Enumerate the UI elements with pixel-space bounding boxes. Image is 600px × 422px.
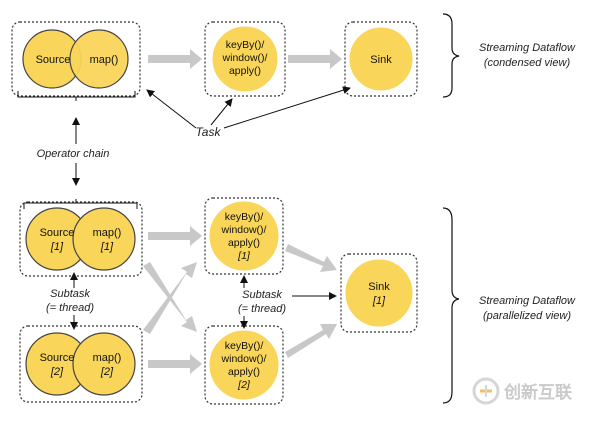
subtask-mid-label: Subtask: [242, 289, 282, 301]
condensed-view: Source map() keyBy()/ window()/ apply() …: [11, 13, 576, 139]
keyby-1-circle: [209, 201, 279, 271]
map-2-label: map(): [93, 352, 122, 364]
flow-arrow-2-to-keyby-1: [143, 262, 197, 334]
keyby-1-line-3: apply(): [228, 237, 260, 249]
map-1-circle: [72, 207, 136, 271]
subtask-mid-thread: (= thread): [238, 303, 286, 315]
sink-circle: [349, 27, 413, 91]
keyby-1-line-1: keyBy()/: [225, 211, 264, 223]
keyby-2-line-1: keyBy()/: [225, 340, 264, 352]
keyby-label-line-1: keyBy()/: [226, 39, 265, 51]
map-2-circle: [72, 332, 136, 396]
flow-arrow-source-to-keyby: [148, 49, 202, 69]
map-label: map(): [90, 54, 119, 66]
sink-1-circle: [345, 259, 413, 327]
keyby-1-box: [204, 197, 284, 275]
sink-1-label: Sink: [368, 281, 390, 293]
flow-arrow-2-to-keyby-2: [148, 354, 202, 374]
keyby-1-index: [1]: [237, 250, 251, 262]
task-arrow-to-sink-box: [223, 86, 351, 129]
flow-arrow-1-to-keyby-1: [148, 226, 202, 246]
watermark: 创新互联: [472, 377, 572, 405]
source-2-label: Source: [40, 352, 75, 364]
keyby-label-line-3: apply(): [229, 65, 261, 77]
keyby-1-line-2: window()/: [221, 224, 267, 236]
source-map-box: [11, 21, 141, 97]
source-2-index: [2]: [50, 366, 64, 378]
sink-1-index: [1]: [372, 295, 386, 307]
map-1-label: map(): [93, 227, 122, 239]
source-1-label: Source: [40, 227, 75, 239]
subtask-left-thread: (= thread): [46, 302, 94, 314]
keyby-circle: [212, 26, 278, 92]
parallelized-view: Source [1] map() [1] Source [2] map() [2…: [19, 197, 576, 405]
parallelized-view-subtitle: (parallelized view): [483, 310, 571, 322]
keyby-2-circle: [209, 330, 279, 400]
parallelized-view-title: Streaming Dataflow: [479, 295, 576, 307]
keyby-box: [204, 21, 286, 97]
source-map-2-box: [19, 325, 143, 403]
parallelized-view-brace: [442, 207, 460, 404]
source-map-1-box: [19, 201, 143, 277]
sink-box: [344, 21, 418, 97]
subtask-left-label: Subtask: [50, 288, 90, 300]
task-label: Task: [196, 125, 222, 139]
keyby-2-index: [2]: [237, 379, 251, 391]
chuangxin-logo-icon: [472, 377, 500, 405]
sink-1-box: [340, 253, 418, 333]
condensed-view-title: Streaming Dataflow: [479, 42, 576, 54]
watermark-text: 创新互联: [503, 382, 572, 403]
condensed-view-subtitle: (condensed view): [484, 57, 571, 69]
flow-arrow-keyby-1-to-sink: [285, 244, 337, 272]
source-label: Source: [36, 54, 71, 66]
map-1-index: [1]: [100, 241, 114, 253]
condensed-view-brace: [442, 13, 460, 98]
keyby-2-line-2: window()/: [221, 353, 267, 365]
task-arrow-to-source-box: [146, 89, 197, 129]
operator-chain-label: Operator chain: [37, 148, 110, 160]
operator-chain-bracket-bottom: [23, 202, 138, 209]
map-2-index: [2]: [100, 366, 114, 378]
keyby-label-line-2: window()/: [222, 52, 268, 64]
keyby-2-box: [204, 325, 284, 405]
source-1-index: [1]: [50, 241, 64, 253]
map-circle: [69, 29, 129, 89]
flow-arrow-keyby-2-to-sink: [285, 324, 337, 358]
keyby-2-line-3: apply(): [228, 366, 260, 378]
flow-arrow-keyby-to-sink: [288, 49, 342, 69]
task-arrow-to-keyby-box: [210, 98, 233, 126]
sink-label: Sink: [370, 54, 392, 66]
operator-chain-annotation: Operator chain: [37, 117, 110, 186]
